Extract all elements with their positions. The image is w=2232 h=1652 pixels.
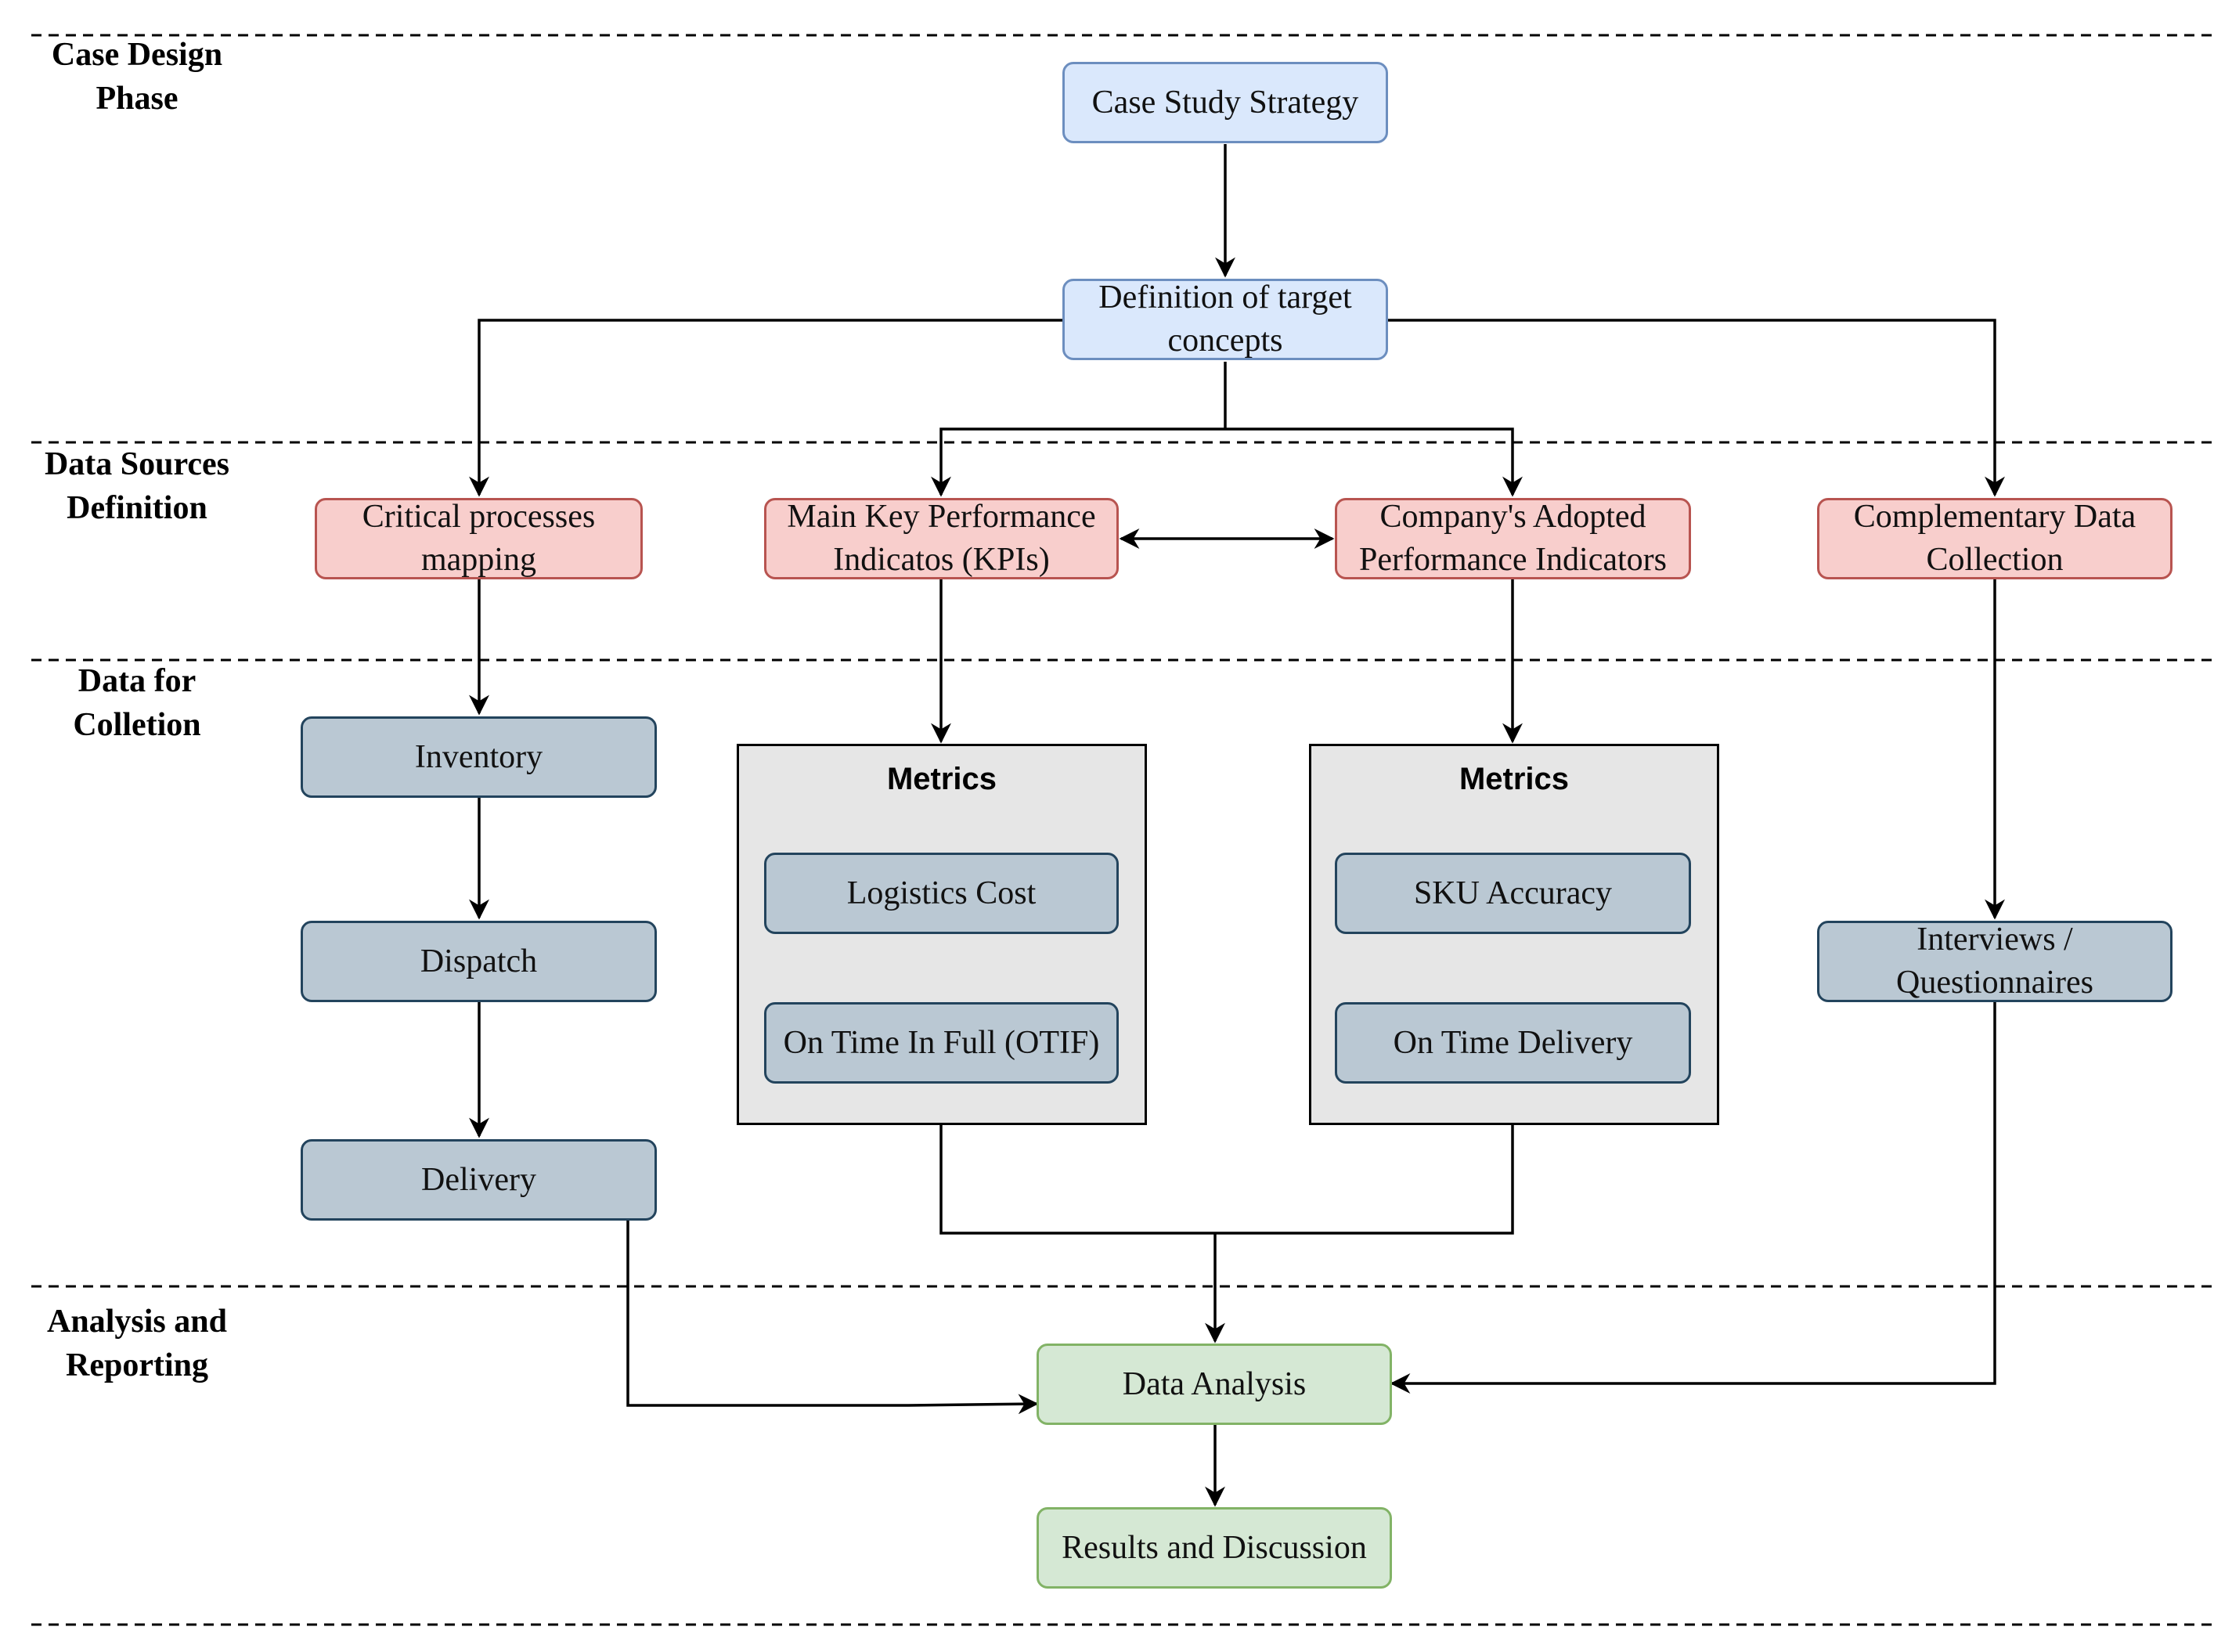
metrics-group-right-title: Metrics — [1459, 762, 1570, 796]
inventory-node[interactable]: Inventory — [301, 716, 657, 798]
arrow-interviews-to-analysis — [1390, 1001, 1996, 1394]
phase-label-data-sources: Data Sources Definition — [44, 446, 230, 526]
complementary-data-node[interactable]: Complementary Data Collection — [1817, 498, 2173, 579]
arrow-definition-to-critical — [469, 319, 1062, 497]
on-time-delivery-node[interactable]: On Time Delivery — [1335, 1002, 1691, 1084]
logistics-cost-node[interactable]: Logistics Cost — [764, 853, 1119, 934]
results-discussion-node[interactable]: Results and Discussion — [1037, 1507, 1392, 1589]
arrow-delivery-to-analysis — [626, 1220, 1039, 1415]
arrow-metrics-left-merge — [939, 1124, 1215, 1235]
phase-label-data-collection: Data for Colletion — [73, 663, 201, 743]
critical-processes-node[interactable]: Critical processes mapping — [315, 498, 643, 579]
case-study-strategy-node[interactable]: Case Study Strategy — [1062, 62, 1388, 143]
arrow-definition-to-main-kpis — [931, 427, 1225, 497]
metrics-group-left-title: Metrics — [886, 762, 997, 796]
data-analysis-node[interactable]: Data Analysis — [1037, 1344, 1392, 1425]
main-kpis-node[interactable]: Main Key Performance Indicatos (KPIs) — [764, 498, 1119, 579]
delivery-node[interactable]: Delivery — [301, 1139, 657, 1221]
arrow-definition-to-company-indicators — [1225, 427, 1523, 497]
phase-label-case-design: Case Design Phase — [51, 37, 223, 117]
definition-target-concepts-node[interactable]: Definition of target concepts — [1062, 279, 1388, 360]
otif-node[interactable]: On Time In Full (OTIF) — [764, 1002, 1119, 1084]
dispatch-node[interactable]: Dispatch — [301, 921, 657, 1002]
sku-accuracy-node[interactable]: SKU Accuracy — [1335, 853, 1691, 934]
interviews-node[interactable]: Interviews / Questionnaires — [1817, 921, 2173, 1002]
arrow-definition-to-complementary — [1388, 319, 2005, 497]
arrow-metrics-right-merge — [1215, 1124, 1514, 1235]
phase-label-analysis: Analysis and Reporting — [47, 1304, 227, 1383]
company-indicators-node[interactable]: Company's Adopted Performance Indicators — [1335, 498, 1691, 579]
